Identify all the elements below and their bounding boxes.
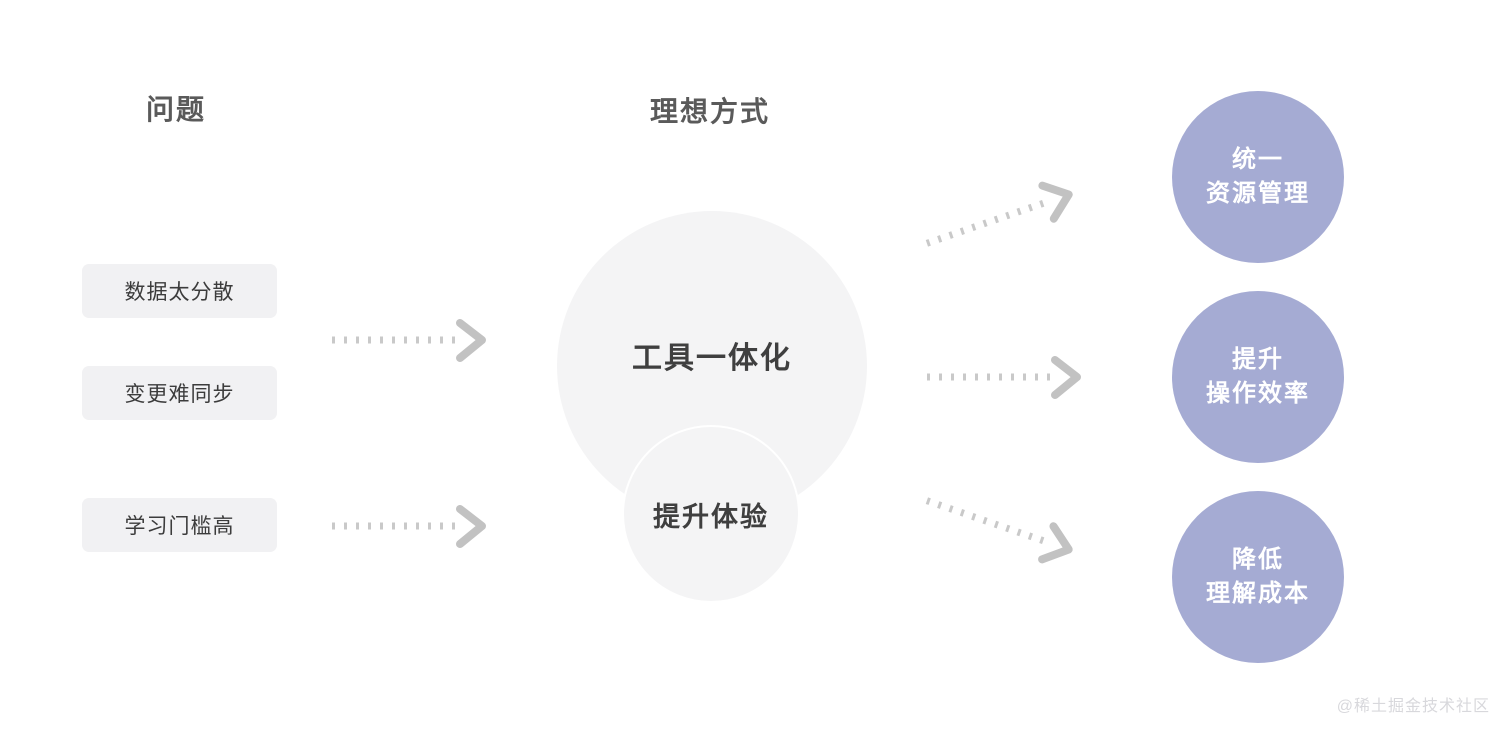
arrow-center-to-outcome-2 xyxy=(925,355,1085,399)
problem-chip-label: 变更难同步 xyxy=(124,383,235,406)
page-title-problems: 问题 xyxy=(146,94,207,125)
outcome-line-2: 资源管理 xyxy=(1206,180,1310,207)
outcome-line-1: 统一 xyxy=(1232,145,1284,173)
problem-chip-learning-curve[interactable]: 学习门槛高 xyxy=(82,498,277,552)
problem-chip-change-sync[interactable]: 变更难同步 xyxy=(82,366,277,420)
arrow-problems-to-center-top xyxy=(330,318,490,362)
outcome-line-1: 降低 xyxy=(1232,545,1284,573)
center-circle-tool-integration[interactable]: 工具一体化 xyxy=(557,211,867,521)
problem-chip-data-scattered[interactable]: 数据太分散 xyxy=(82,264,277,318)
center-circle-improve-experience[interactable]: 提升体验 xyxy=(622,425,800,603)
arrow-center-to-outcome-1 xyxy=(918,171,1084,265)
problem-chip-label: 学习门槛高 xyxy=(124,515,235,538)
outcome-circle-improve-operation-efficiency[interactable]: 提升 操作效率 xyxy=(1172,291,1344,463)
page-title-ideal-approach: 理想方式 xyxy=(650,96,771,127)
center-circle-label: 提升体验 xyxy=(653,501,769,532)
outcome-circle-reduce-comprehension-cost[interactable]: 降低 理解成本 xyxy=(1172,491,1344,663)
arrow-problems-to-center-bottom xyxy=(330,504,490,548)
outcome-line-2: 理解成本 xyxy=(1206,580,1310,607)
arrow-center-to-outcome-3 xyxy=(918,479,1084,573)
center-circle-label: 工具一体化 xyxy=(632,342,792,375)
outcome-line-1: 提升 xyxy=(1232,345,1284,373)
outcome-line-2: 操作效率 xyxy=(1206,380,1310,407)
watermark-text: @稀土掘金技术社区 xyxy=(1336,698,1490,715)
outcome-circle-unified-resource-management[interactable]: 统一 资源管理 xyxy=(1172,91,1344,263)
problem-chip-label: 数据太分散 xyxy=(124,281,235,304)
